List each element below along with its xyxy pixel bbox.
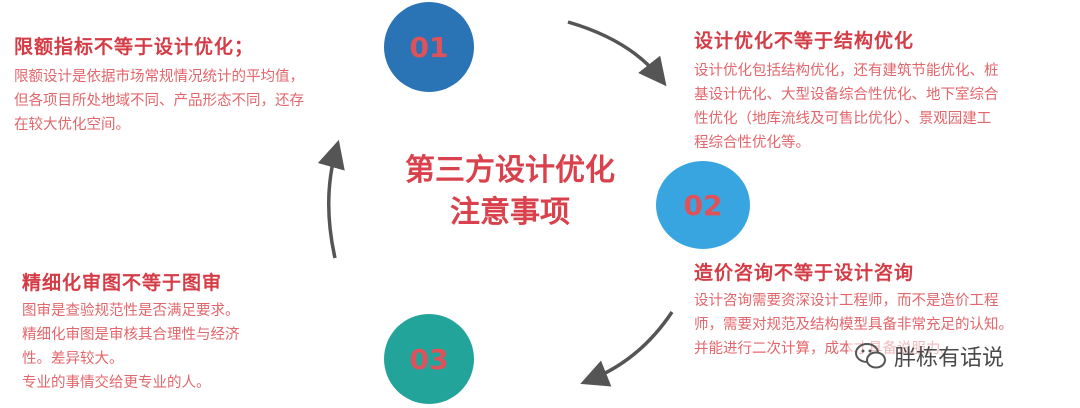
point-review-body: 图审是查验规范性是否满足要求。 精细化审图是审核其合理性与经济 性。差异较大。 … (22, 299, 342, 395)
point-structure-body: 设计优化包括结构优化，还有建筑节能优化、桩 基设计优化、大型设备综合性优化、地下… (694, 59, 1064, 155)
center-title-line2: 注意事项 (450, 195, 570, 230)
point-consulting-line: 设计咨询需要资深设计工程师，而不是造价工程 (694, 293, 999, 309)
point-review-line: 专业的事情交给更专业的人。 (22, 375, 211, 391)
watermark: 胖栋有话说 (848, 338, 1011, 374)
point-quota-line: 在较大优化空间。 (14, 117, 130, 133)
step-02-circle: 02 (656, 161, 750, 249)
arrow-02-to-03 (580, 311, 674, 387)
point-structure-line: 设计优化包括结构优化，还有建筑节能优化、桩 (694, 63, 999, 79)
point-quota-block: 限额指标不等于设计优化； 限额设计是依据市场常规情况统计的平均值， 但各项目所处… (14, 32, 374, 137)
watermark-text: 胖栋有话说 (894, 346, 1005, 371)
point-quota-title: 限额指标不等于设计优化； (14, 36, 255, 58)
point-review-line: 精细化审图是审核其合理性与经济 (22, 327, 240, 343)
point-structure-line: 基设计优化、大型设备综合性优化、地下室综合 (694, 87, 999, 103)
point-consulting-title: 造价咨询不等于设计咨询 (694, 262, 915, 284)
point-structure-title: 设计优化不等于结构优化 (694, 30, 915, 52)
arrow-01-to-02 (567, 20, 667, 87)
center-title: 第三方设计优化 注意事项 (360, 150, 660, 234)
step-03-circle: 03 (384, 314, 474, 404)
center-title-line1: 第三方设计优化 (405, 153, 615, 188)
arrow-03-to-01 (317, 139, 345, 259)
point-review-line: 性。差异较大。 (22, 351, 124, 367)
point-quota-line: 但各项目所处地域不同、产品形态不同，还存 (14, 93, 304, 109)
point-structure-line: 性优化（地库流线及可售比优化）、景观园建工 (694, 111, 992, 127)
step-01-number: 01 (409, 30, 449, 64)
step-02-number: 02 (683, 188, 723, 222)
point-structure-line: 程综合性优化等。 (694, 135, 810, 151)
point-review-block: 精细化审图不等于图审 图审是查验规范性是否满足要求。 精细化审图是审核其合理性与… (22, 268, 342, 395)
point-quota-line: 限额设计是依据市场常规情况统计的平均值， (14, 69, 304, 85)
point-quota-body: 限额设计是依据市场常规情况统计的平均值， 但各项目所处地域不同、产品形态不同，还… (14, 65, 374, 137)
point-structure-block: 设计优化不等于结构优化 设计优化包括结构优化，还有建筑节能优化、桩 基设计优化、… (694, 26, 1064, 155)
step-01-circle: 01 (384, 2, 474, 92)
wechat-icon (855, 343, 886, 369)
point-review-line: 图审是查验规范性是否满足要求。 (22, 303, 240, 319)
step-03-number: 03 (409, 342, 449, 376)
point-consulting-line: 师，需要对规范及结构模型具备非常充足的认知。 (694, 317, 1013, 333)
point-review-title: 精细化审图不等于图审 (22, 272, 223, 294)
